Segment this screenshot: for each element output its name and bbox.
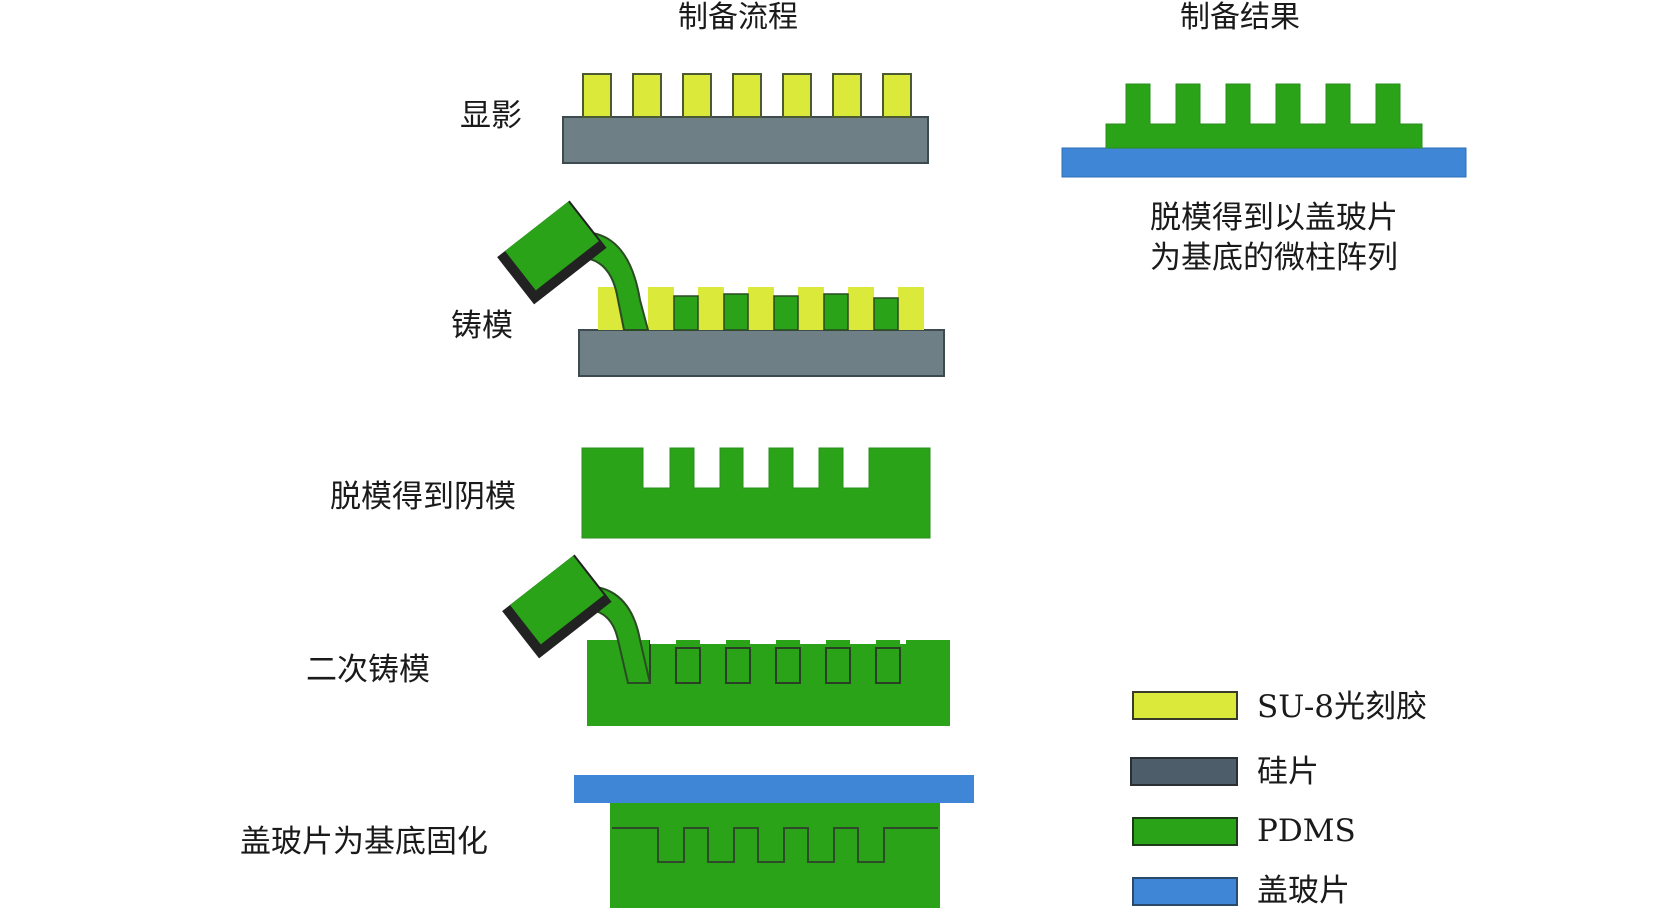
- demold-diagram: [581, 447, 931, 539]
- legend: [1130, 691, 1238, 906]
- beaker-icon: [497, 200, 607, 305]
- step-label-cure: 盖玻片为基底固化: [240, 824, 488, 860]
- coverslip: [574, 775, 974, 803]
- pdms-block: [610, 803, 940, 908]
- result-description-line-1: 脱模得到以盖玻片: [1150, 200, 1398, 236]
- legend-swatch-su8: [1132, 691, 1238, 720]
- legend-label-pdms: PDMS: [1257, 813, 1356, 849]
- cure-diagram: [574, 775, 974, 908]
- legend-swatch-coverslip: [1132, 877, 1238, 906]
- legend-label-silicon: 硅片: [1257, 754, 1319, 790]
- pdms-fill: [673, 293, 899, 331]
- result-description: 脱模得到以盖玻片 为基底的微柱阵列: [1150, 198, 1398, 278]
- result-diagram: [1061, 83, 1467, 178]
- legend-swatch-pdms: [1132, 817, 1238, 846]
- process-header: 制备流程: [678, 0, 798, 35]
- step-label-second-casting: 二次铸模: [306, 652, 430, 688]
- casting-diagram: [497, 200, 945, 377]
- legend-swatch-silicon: [1130, 757, 1238, 786]
- step-label-demold: 脱模得到阴模: [330, 479, 516, 515]
- pdms-base: [587, 683, 950, 726]
- develop-diagram: [562, 73, 929, 164]
- legend-label-su8: SU-8光刻胶: [1257, 689, 1428, 725]
- legend-label-coverslip: 盖玻片: [1257, 873, 1350, 909]
- beaker-icon: [502, 554, 612, 659]
- step-label-casting: 铸模: [451, 308, 513, 344]
- mold-interface-line: [612, 827, 938, 863]
- silicon-wafer: [562, 116, 929, 164]
- step-label-develop: 显影: [460, 98, 522, 134]
- result-header: 制备结果: [1180, 0, 1300, 35]
- su8-pillars: [598, 287, 924, 330]
- result-description-line-2: 为基底的微柱阵列: [1150, 240, 1398, 276]
- second-casting-diagram: [502, 554, 950, 726]
- coverslip: [1061, 147, 1467, 178]
- silicon-wafer: [578, 329, 945, 377]
- su8-pillars: [582, 73, 912, 118]
- pdms-negative-mold: [581, 447, 931, 539]
- pdms-micropillar-array: [1105, 83, 1423, 149]
